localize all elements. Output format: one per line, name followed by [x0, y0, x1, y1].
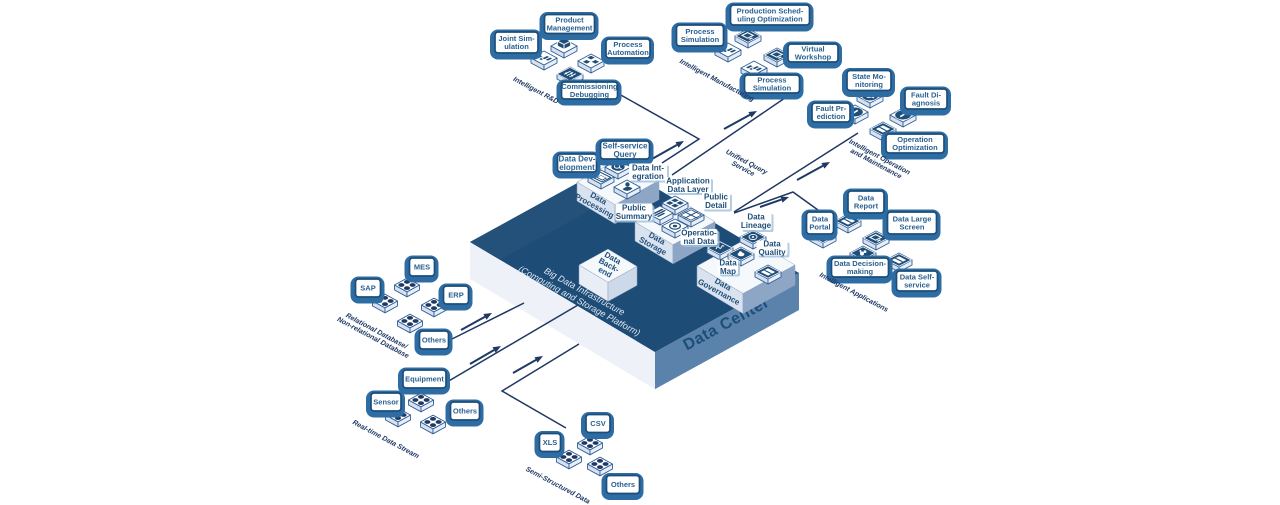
- svg-text:SAP: SAP: [360, 284, 375, 293]
- svg-text:ERP: ERP: [448, 291, 463, 300]
- svg-text:Equipment: Equipment: [405, 375, 444, 384]
- svg-text:Data Int-egration: Data Int-egration: [632, 164, 664, 182]
- svg-text:State Mo-nitoring: State Mo-nitoring: [852, 72, 886, 89]
- svg-text:Joint Sim-ulation: Joint Sim-ulation: [498, 34, 535, 51]
- svg-text:Others: Others: [422, 336, 446, 345]
- svg-text:Data Dev-elopment: Data Dev-elopment: [559, 155, 596, 173]
- svg-text:XLS: XLS: [543, 438, 558, 447]
- svg-text:Others: Others: [453, 407, 477, 416]
- svg-text:Others: Others: [611, 480, 635, 489]
- svg-text:Data Decision-making: Data Decision-making: [834, 259, 887, 276]
- svg-text:CSV: CSV: [590, 419, 605, 428]
- svg-text:Data Self-service: Data Self-service: [900, 273, 935, 290]
- svg-text:Sensor: Sensor: [373, 398, 399, 407]
- svg-text:Operatio-nal Data: Operatio-nal Data: [681, 229, 717, 247]
- svg-text:MES: MES: [414, 263, 430, 272]
- svg-text:Fault Di-agnosis: Fault Di-agnosis: [911, 91, 941, 108]
- svg-text:Production Sched-uling Optimiz: Production Sched-uling Optimization: [737, 7, 804, 24]
- svg-text:Fault Pr-ediction: Fault Pr-ediction: [816, 104, 847, 121]
